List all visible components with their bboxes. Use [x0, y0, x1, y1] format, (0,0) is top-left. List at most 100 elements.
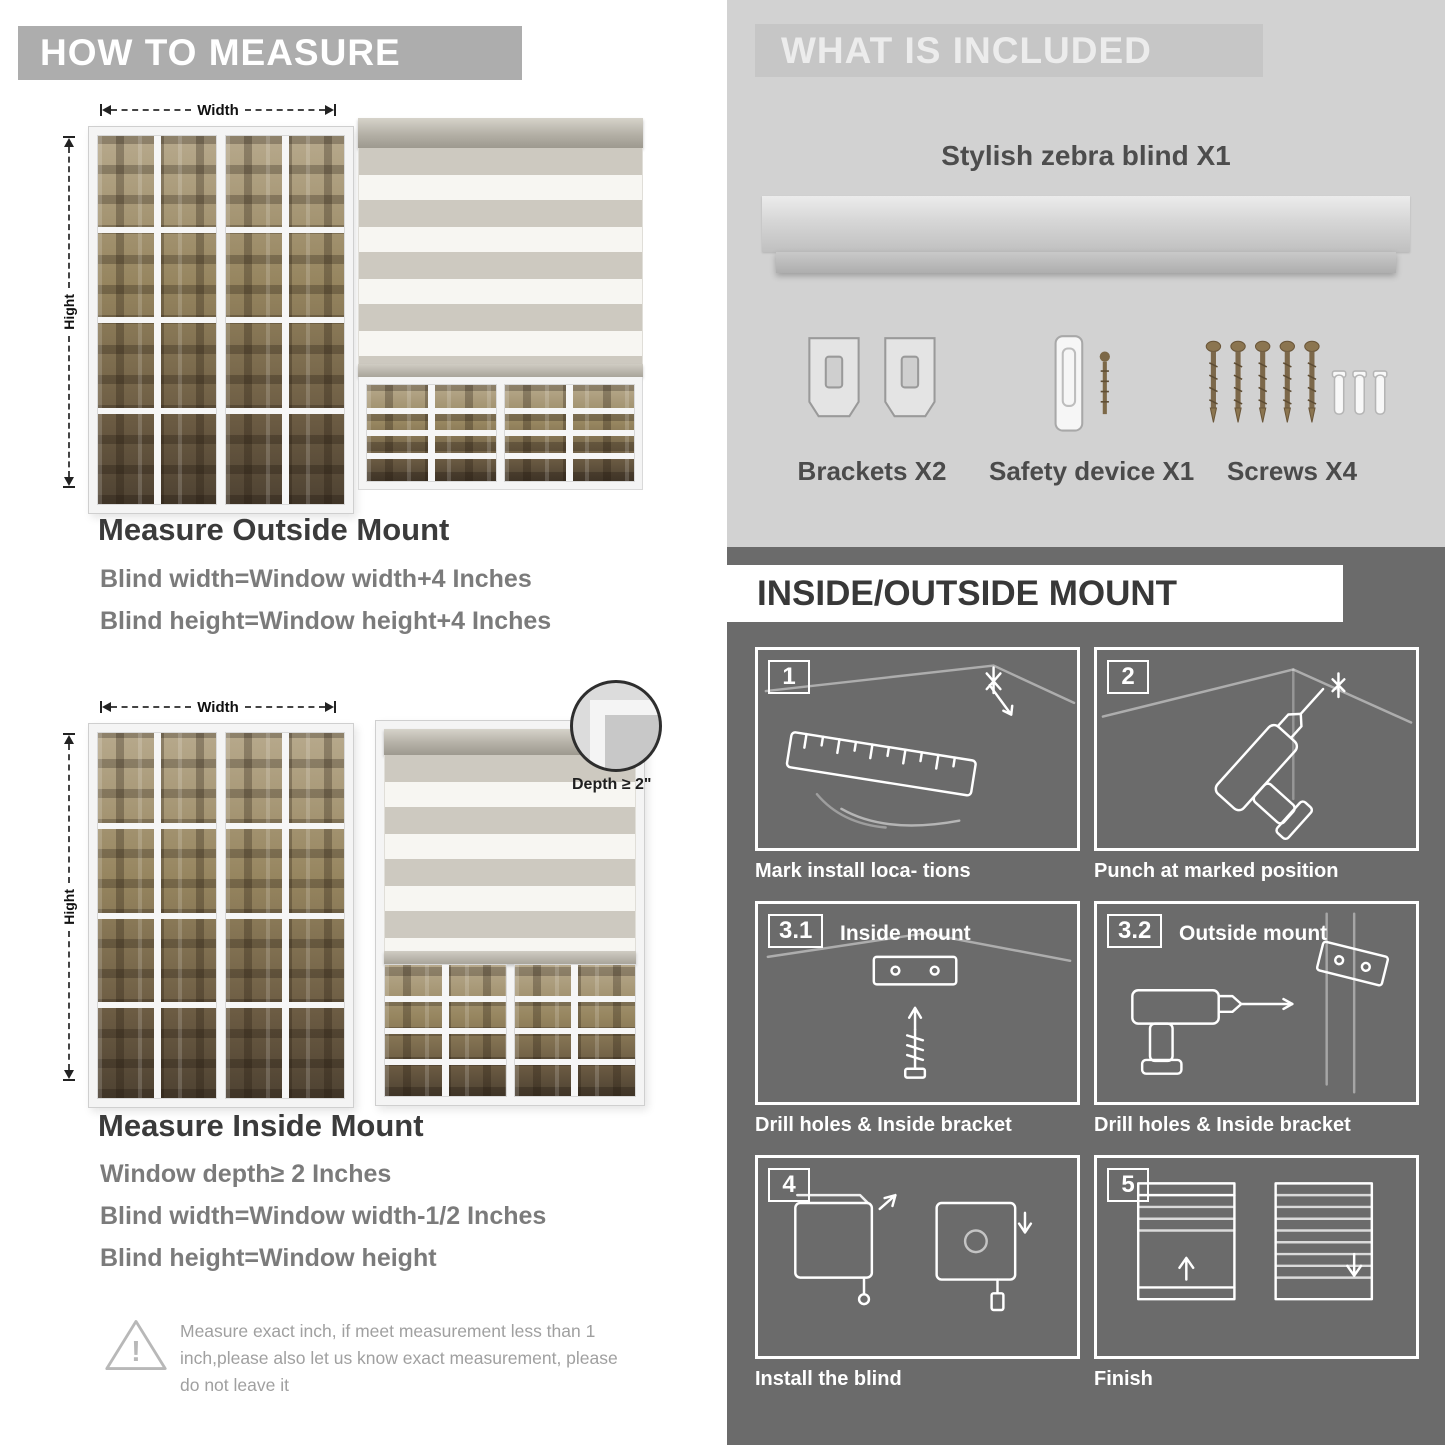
warning-mark: !: [131, 1335, 140, 1367]
inside-height-formula: Blind height=Window height: [100, 1244, 437, 1272]
height-arrow-inside: Hight: [61, 733, 77, 1082]
pack-item-safety-device: Safety device X1: [989, 330, 1195, 487]
brackets-icon: [808, 337, 936, 418]
blind-inside-mount: [375, 720, 645, 1106]
arrow-dash: [68, 147, 70, 289]
arrow-head-down-icon: [64, 477, 74, 487]
measure-mark-illustration: [764, 664, 1076, 829]
product-title: Stylish zebra blind X1: [941, 140, 1231, 171]
blind-bottom-rail: [384, 951, 636, 964]
window-sash: [384, 964, 507, 1097]
arrow-end-tick: [63, 486, 75, 489]
inside-mount-title: Measure Inside Mount: [98, 1108, 424, 1143]
arrow-head-up-icon: [64, 138, 74, 147]
what-is-included-header: WHAT IS INCLUDED: [755, 24, 1263, 77]
how-to-measure-section: HOW TO MEASURE Width Hight: [18, 26, 662, 1396]
step-3-1: 3.1 Inside mount Drill holes & Inside br…: [755, 901, 1080, 1137]
pack-item-screws: Screws X4: [1197, 330, 1388, 487]
width-arrow-inside: Width: [100, 698, 337, 716]
warning-triangle-icon: !: [105, 1320, 167, 1370]
safety-device-icon: [1054, 335, 1110, 432]
width-label: Width: [197, 698, 239, 716]
zebra-stripes: [358, 148, 643, 364]
window-sash: [225, 135, 345, 505]
arrow-dash: [68, 930, 70, 1071]
depth-label: Depth ≥ 2": [572, 776, 652, 793]
arrow-end-tick: [100, 701, 102, 713]
arrow-head-up-icon: [64, 735, 74, 744]
step-1: 1 Mark install loca- tions: [755, 647, 1080, 883]
step-3-2-panel: 3.2 Outside mount: [1094, 901, 1419, 1105]
arrow-end-tick: [100, 104, 102, 116]
arrow-dash: [244, 706, 326, 708]
arrow-end-tick: [63, 1079, 75, 1082]
window-sash: [504, 384, 635, 482]
arrow-head-left-icon: [102, 105, 111, 115]
arrow-end-tick: [334, 701, 337, 713]
step-1-caption: Mark install loca- tions: [755, 860, 971, 882]
blind-outside-mount: [358, 118, 643, 490]
step-3-2: 3.2 Outside mount: [1094, 901, 1419, 1137]
blind-cassette: [358, 118, 643, 148]
depth-zoom-circle: [570, 680, 662, 772]
window-sash: [513, 964, 636, 1097]
zebra-blind-headrail: [762, 196, 1410, 273]
step-4-panel: 4: [755, 1155, 1080, 1359]
safety-device-label: Safety device X1: [989, 456, 1195, 486]
step-2-panel: 2: [1094, 647, 1419, 851]
width-label: Width: [197, 101, 239, 119]
window-inside-bare: [88, 723, 354, 1108]
window-under-blind: [358, 377, 643, 490]
what-is-included-section: WHAT IS INCLUDED Stylish zebra blind X1 …: [727, 0, 1445, 547]
arrow-dash: [111, 706, 192, 708]
arrow-dash: [111, 109, 192, 111]
outside-mount-title: Measure Outside Mount: [98, 512, 450, 547]
step-3-2-caption: Drill holes & Inside bracket: [1094, 1114, 1351, 1136]
arrow-dash: [244, 109, 326, 111]
finish-illustration: [1136, 1182, 1374, 1301]
mount-steps-grid: 1 Mark install loca- tions: [755, 647, 1419, 1391]
pack-item-brackets: Brackets X2: [777, 330, 967, 487]
height-label: Hight: [61, 889, 77, 925]
screws-label: Screws X4: [1226, 456, 1358, 486]
step-number: 2: [1107, 660, 1149, 694]
step-3-1-panel: 3.1 Inside mount: [755, 901, 1080, 1105]
step-title: Outside mount: [1179, 922, 1328, 945]
inside-depth-rule: Window depth≥ 2 Inches: [100, 1160, 392, 1188]
arrow-head-right-icon: [325, 702, 335, 712]
outside-width-formula: Blind width=Window width+4 Inches: [100, 565, 532, 593]
mount-instructions-section: INSIDE/OUTSIDE MOUNT 1: [727, 547, 1445, 1445]
inside-bracket-illustration: [766, 932, 1072, 1079]
height-label: Hight: [61, 294, 77, 330]
window-sash: [97, 135, 217, 505]
arrow-head-down-icon: [64, 1070, 74, 1080]
window-sash: [366, 384, 497, 482]
brackets-label: Brackets X2: [797, 456, 947, 486]
window-outside-mount: [88, 126, 354, 514]
width-arrow-outside: Width: [100, 101, 337, 119]
outside-bracket-illustration: [1131, 912, 1390, 1094]
blind-bottom-rail: [358, 364, 643, 377]
step-title: Inside mount: [840, 922, 971, 945]
step-number: 3.1: [768, 914, 824, 948]
mount-header: INSIDE/OUTSIDE MOUNT: [727, 565, 1343, 622]
arrow-dash: [68, 744, 70, 884]
height-arrow-outside: Hight: [61, 136, 77, 489]
window-sash: [97, 732, 217, 1099]
window-under-blind: [384, 964, 636, 1097]
window-sash: [225, 732, 345, 1099]
arrow-dash: [68, 335, 70, 478]
screws-icon: [1205, 340, 1388, 423]
step-2: 2 Punch at marked po: [1094, 647, 1419, 883]
step-1-panel: 1: [755, 647, 1080, 851]
arrow-head-right-icon: [325, 105, 335, 115]
step-number: 3.2: [1107, 914, 1163, 948]
step-5: 5 Finish: [1094, 1155, 1419, 1391]
step-5-caption: Finish: [1094, 1368, 1153, 1390]
arrow-end-tick: [63, 733, 75, 735]
outside-height-formula: Blind height=Window height+4 Inches: [100, 607, 552, 635]
step-4: 4 Install the blind: [755, 1155, 1080, 1391]
step-3-1-caption: Drill holes & Inside bracket: [755, 1114, 1012, 1136]
step-number: 4: [768, 1168, 810, 1202]
